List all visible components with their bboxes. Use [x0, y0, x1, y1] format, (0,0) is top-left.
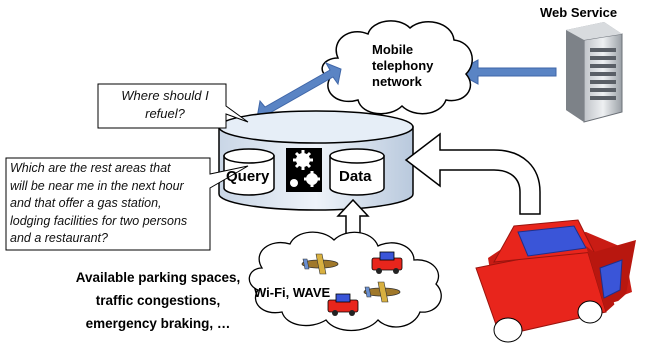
- data-label: Data: [339, 168, 372, 185]
- web-service-label: Web Service: [540, 5, 618, 20]
- rest-areas-question: Which are the rest areas that will be ne…: [10, 161, 188, 245]
- gears-icon: [286, 148, 322, 192]
- query-label: Query: [226, 168, 270, 185]
- refuel-question: Where should I refuel?: [121, 88, 209, 121]
- small-car-icon: [371, 251, 403, 274]
- server-icon: [566, 22, 623, 123]
- vanet-label: Wi-Fi, WAVE: [254, 285, 331, 300]
- car-icon: [475, 219, 636, 343]
- network-cloud: [321, 20, 473, 115]
- events-label: Available parking spaces, traffic conges…: [75, 270, 241, 331]
- query-cylinder: [223, 148, 275, 196]
- network-label: Mobile telephony network: [372, 42, 434, 89]
- data-cylinder: [329, 148, 385, 196]
- refuel-callout: [97, 83, 249, 129]
- small-plane-icon: [363, 281, 401, 303]
- rest-areas-callout: [5, 157, 249, 251]
- car-to-datastore-arrow: [404, 132, 541, 215]
- small-car-icon: [327, 293, 359, 316]
- vanet-cloud: [248, 231, 442, 332]
- small-plane-icon: [301, 253, 339, 275]
